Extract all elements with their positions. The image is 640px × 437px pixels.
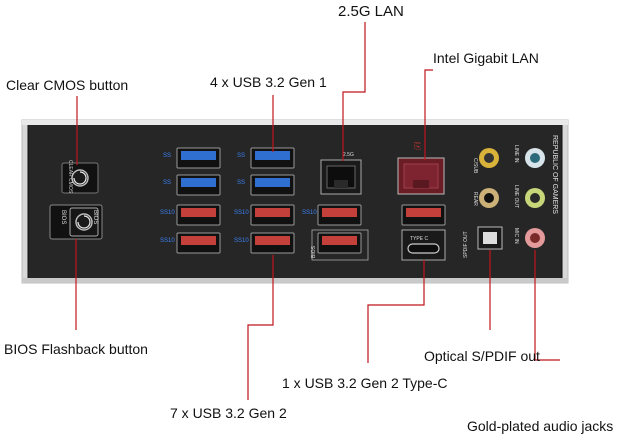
optical-spdif-port[interactable] (477, 226, 503, 250)
clear-cmos-tag: CLEAR CMOS (67, 160, 73, 194)
leader-gen2 (247, 255, 274, 400)
label-gold-audio: Gold-plated audio jacks (467, 418, 614, 434)
lan-icon: ⎘ (414, 142, 421, 152)
leader-intel (424, 69, 433, 160)
rog-text: REPUBLIC OF GAMERS (551, 135, 558, 214)
audio-jack-rear[interactable] (479, 188, 499, 208)
clear-cmos-button[interactable] (61, 162, 99, 194)
usb-typec-port[interactable] (401, 229, 446, 261)
rear-tag: REAR (472, 192, 478, 206)
label-clear-cmos: Clear CMOS button (6, 77, 129, 93)
mic-in-tag: MIC IN (513, 228, 519, 244)
bios-left-tag: BIOS (60, 210, 66, 224)
label-bios-flashback: BIOS Flashback button (4, 341, 148, 357)
label-usb-typec: 1 x USB 3.2 Gen 2 Type-C (282, 375, 448, 391)
bios-right-tag: BIOS (92, 210, 98, 224)
bios-usb-outline (311, 229, 369, 261)
leader-lines (75, 22, 560, 400)
clear-cmos-tag-text: CLEAR CMOS (67, 160, 73, 194)
bios-usb-tag: BIOS (311, 245, 317, 258)
lan-25g-tag: 2.5G (343, 152, 354, 158)
usb-port-gen1-4[interactable] (250, 174, 295, 196)
label-intel-lan: Intel Gigabit LAN (433, 50, 539, 66)
csub-tag: C/SUB (472, 158, 478, 174)
usb-port-gen1-2[interactable] (176, 174, 221, 196)
usb-gen2-ports (176, 204, 446, 254)
usb-port-gen2-1[interactable] (176, 204, 221, 226)
ss-logo-3: SS (237, 153, 245, 159)
usb-port-gen1-1[interactable] (176, 147, 221, 169)
ss10-logo-3: SS10 (234, 210, 249, 216)
lan-25g-port[interactable] (320, 159, 362, 195)
ss10-logo-1: SS10 (160, 210, 175, 216)
ss-logo-2: SS (163, 180, 171, 186)
usb-port-gen2-2[interactable] (176, 232, 221, 254)
usb-port-gen2-4[interactable] (250, 232, 295, 254)
label-usb-gen2: 7 x USB 3.2 Gen 2 (170, 405, 287, 421)
ss-logo-4: SS (237, 180, 245, 186)
audio-jack-mic-in[interactable] (525, 228, 545, 248)
line-in-tag: LINE IN (513, 145, 519, 163)
leader-typec (367, 260, 425, 363)
typec-tag: TYPE C (410, 236, 428, 242)
line-out-tag: LINE OUT (513, 185, 519, 208)
ss10-logo-4: SS10 (234, 238, 249, 244)
label-25g-lan: 2.5G LAN (338, 3, 404, 20)
audio-jack-line-out[interactable] (525, 188, 545, 208)
leader-25g (342, 22, 366, 161)
audio-jack-line-in[interactable] (525, 148, 545, 168)
usb-port-gen2-5[interactable] (317, 204, 362, 226)
ss-logo-1: SS (163, 153, 171, 159)
label-optical-spdif: Optical S/PDIF out (424, 348, 540, 364)
usb-port-gen2-3[interactable] (250, 204, 295, 226)
label-usb-gen1: 4 x USB 3.2 Gen 1 (210, 74, 327, 90)
ss10-logo-2: SS10 (160, 238, 175, 244)
usb-port-gen2-6[interactable] (317, 232, 362, 254)
spdif-tag: SPDIF OUT (463, 231, 469, 258)
leader-audio (534, 250, 560, 361)
ss10-logo-5: SS10 (302, 210, 317, 216)
audio-jack-csub[interactable] (479, 148, 499, 168)
usb-port-gen2-7[interactable] (401, 204, 446, 226)
audio-jacks (479, 148, 545, 248)
intel-lan-port[interactable] (397, 157, 445, 195)
usb-gen1-ports (176, 147, 295, 196)
